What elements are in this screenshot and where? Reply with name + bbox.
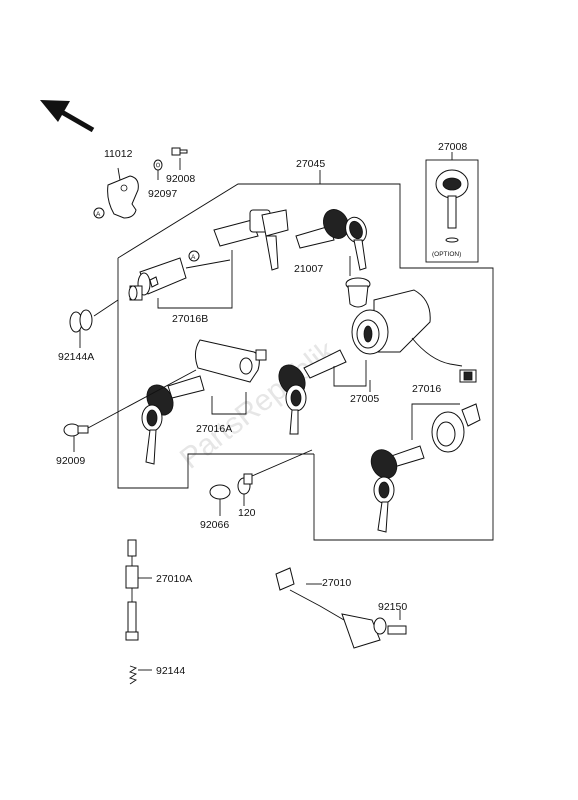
label-27008: 27008: [438, 141, 467, 153]
lock-cylinder-27016B: [128, 250, 233, 309]
option-key-27008: [425, 152, 479, 263]
rings-92144A: [69, 299, 119, 348]
label-92144A: 92144A: [58, 351, 94, 363]
label-27016B: 27016B: [172, 313, 208, 325]
washer-92097: [153, 159, 163, 180]
label-92066: 92066: [200, 519, 229, 531]
label-27045: 27045: [296, 158, 325, 170]
label-27016A: 27016A: [196, 423, 232, 435]
marker-a-icon: [93, 207, 105, 219]
marker-a-label-1: A: [96, 211, 101, 218]
screw-92009: [63, 369, 197, 452]
label-92009: 92009: [56, 455, 85, 467]
bracket-11012: [93, 167, 139, 219]
label-21007: 21007: [294, 263, 323, 275]
label-27016: 27016: [412, 383, 441, 395]
label-120: 120: [238, 507, 256, 519]
label-option: (OPTION): [432, 251, 461, 258]
key-pair-upper: [213, 209, 289, 271]
cap-21007: [345, 277, 371, 308]
label-27005: 27005: [350, 393, 379, 405]
key-pair-21007: [295, 209, 367, 276]
keys-27005-center: [278, 349, 367, 435]
label-92008: 92008: [166, 173, 195, 185]
label-27010: 27010: [322, 577, 351, 589]
ignition-switch-27005: [351, 289, 477, 392]
label-92144: 92144: [156, 665, 185, 677]
spring-92144: [128, 665, 152, 685]
marker-a-label-2: A: [191, 254, 196, 261]
switch-27010A: [125, 539, 152, 641]
cap-92066: [209, 484, 231, 516]
set-outline-27045: [117, 170, 494, 541]
switch-27010: [275, 567, 407, 649]
label-92097: 92097: [148, 188, 177, 200]
label-27010A: 27010A: [156, 573, 192, 585]
screw-120: [237, 449, 313, 506]
helmet-lock-27016: [370, 403, 481, 533]
bolt-92008: [171, 147, 188, 170]
label-11012: 11012: [104, 148, 133, 160]
front-arrow-icon: [40, 100, 95, 133]
seat-lock-27016A: [194, 339, 267, 415]
label-92150: 92150: [378, 601, 407, 613]
